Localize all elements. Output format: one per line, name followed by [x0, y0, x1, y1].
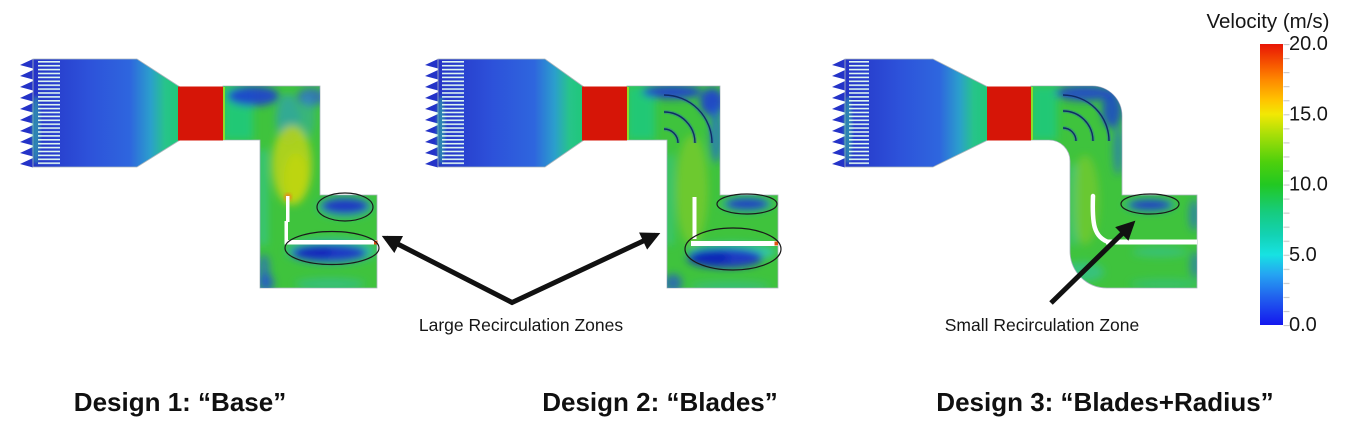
baffle-plates [691, 197, 778, 246]
design-3-caption: Design 3: “Blades+Radius” [936, 387, 1273, 417]
design-2-caption: Design 2: “Blades” [542, 387, 778, 417]
turning-vanes [663, 93, 714, 144]
recirculation-blob-upper [725, 198, 769, 210]
design-3-contour-plot [832, 58, 1198, 289]
arrow-to-design2-recirculation [509, 232, 661, 306]
colorbar-tick-0: 0.0 [1289, 314, 1317, 336]
colorbar-minor-ticks [1283, 44, 1290, 327]
large-recirculation-zones-label: Large Recirculation Zones [419, 315, 624, 335]
arrow-to-design3-recirculation [1049, 220, 1136, 305]
colorbar-tick-15: 15.0 [1289, 103, 1328, 125]
recirculation-blob-upper [321, 198, 369, 214]
inlet-grille-stripes [442, 61, 464, 166]
design-1-contour-plot [20, 58, 380, 289]
fan-exit-interface [627, 87, 629, 140]
fan-section-red [582, 86, 627, 141]
recirculation-zone-outline-lower [684, 227, 782, 271]
velocity-contour-shading [223, 86, 376, 288]
recirculation-zone-outline-upper [316, 192, 374, 222]
inlet-teeth [832, 59, 845, 168]
velocity-colorbar: Velocity (m/s) 20.0 15.0 10.0 5.0 0.0 [1206, 10, 1329, 336]
recirculation-zone-outline-upper [716, 193, 778, 215]
colorbar-tick-20: 20.0 [1289, 33, 1328, 55]
fan-exit-interface [223, 87, 225, 140]
turning-vanes [1062, 93, 1111, 142]
colorbar-gradient [1260, 44, 1283, 325]
bend-vane-and-plate [1090, 193, 1197, 245]
annotation-arrows [381, 220, 1136, 306]
inlet-grille-stripes [38, 61, 60, 166]
fan-section-red [178, 86, 223, 141]
inlet-teeth [425, 59, 438, 168]
colorbar-title: Velocity (m/s) [1206, 10, 1329, 33]
recirculation-zone-outline-lower [284, 230, 380, 266]
velocity-contour-shading [627, 86, 776, 288]
fan-section-red [987, 86, 1031, 141]
arrow-to-design1-recirculation [381, 235, 515, 306]
fan-exit-interface [1031, 87, 1033, 140]
inlet-grille-stripes [849, 61, 869, 166]
inlet-teeth [20, 59, 33, 168]
recirculation-zone-outline-small [1120, 193, 1180, 215]
colorbar-tick-10: 10.0 [1289, 174, 1328, 196]
design-1-caption: Design 1: “Base” [74, 387, 286, 417]
design-2-contour-plot [425, 58, 782, 289]
recirculation-blob-small [1128, 199, 1172, 211]
colorbar-tick-5: 5.0 [1289, 244, 1317, 266]
small-recirculation-zone-label: Small Recirculation Zone [945, 315, 1140, 335]
